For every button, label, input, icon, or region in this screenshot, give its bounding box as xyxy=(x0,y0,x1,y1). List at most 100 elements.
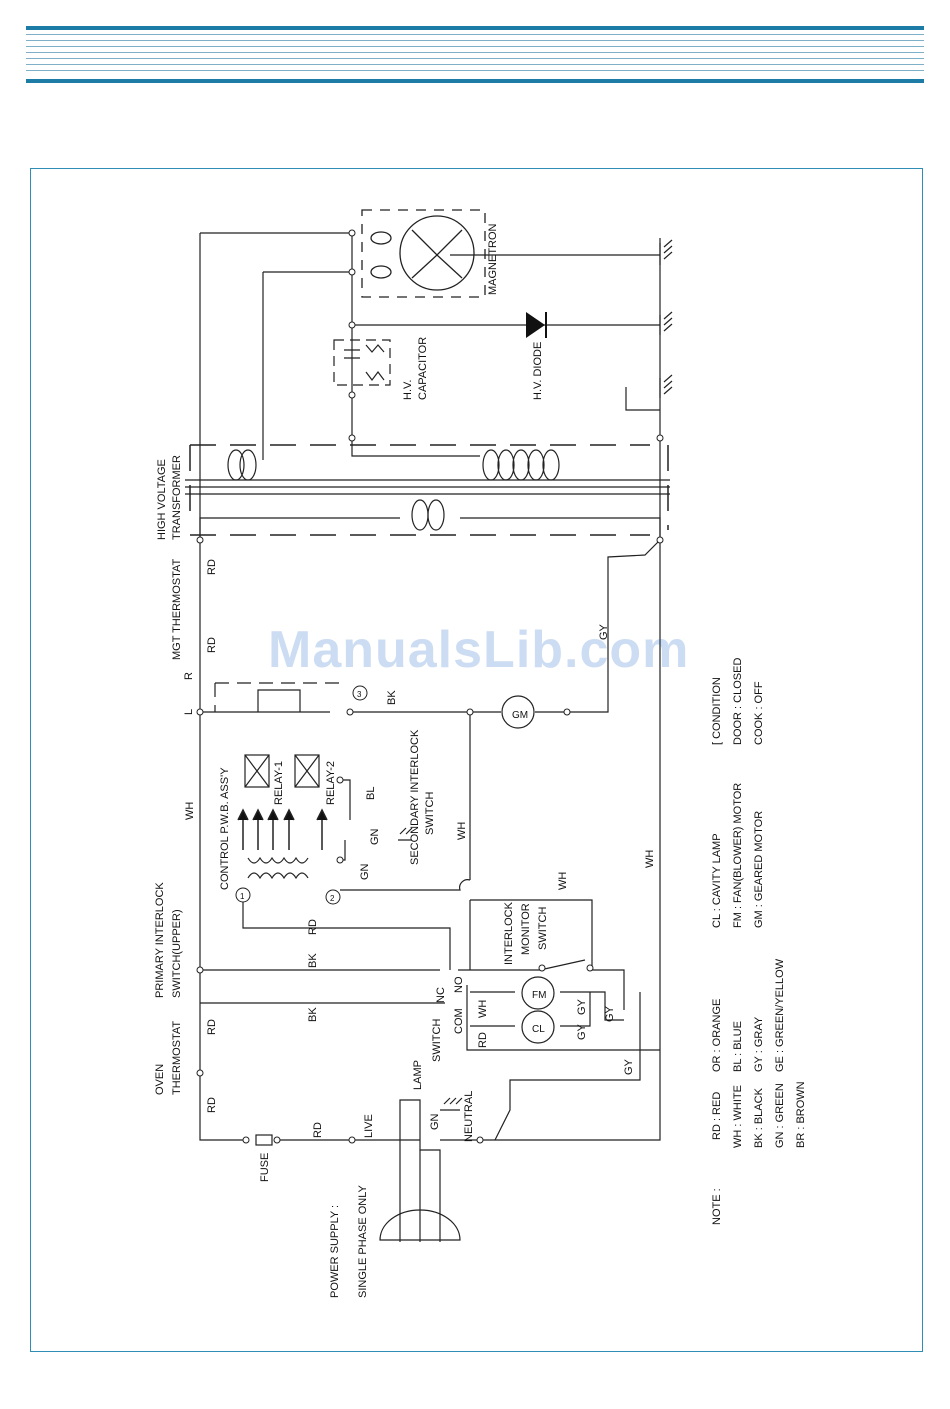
wire-label-wh: WH xyxy=(644,850,656,868)
wire-label-wh: WH xyxy=(456,822,468,840)
relay-2-label: RELAY-2 xyxy=(325,761,337,805)
terminal-l-label: L xyxy=(183,709,195,715)
svg-text:GM : GEARED MOTOR: GM : GEARED MOTOR xyxy=(753,811,765,928)
svg-text:GY : GRAY: GY : GRAY xyxy=(753,1016,765,1072)
header-rule-band xyxy=(26,26,924,84)
wh-monitor-wire xyxy=(470,899,593,968)
interlock-monitor-label-1: INTERLOCK xyxy=(503,901,515,965)
power-plug-icon xyxy=(379,1209,461,1241)
mgt-thermostat-label: MGT THERMOSTAT xyxy=(171,558,183,660)
pwb-pin-3: 3 xyxy=(357,690,362,699)
svg-text:BL : BLUE: BL : BLUE xyxy=(732,1021,744,1072)
wire-label-bl: BL xyxy=(365,787,377,800)
wire-label-gy: GY xyxy=(576,1023,588,1040)
wire-label-gy: GY xyxy=(623,1058,635,1075)
left-bus-wire xyxy=(199,233,246,1141)
svg-text:[ CONDITION: [ CONDITION xyxy=(711,677,723,745)
wire-label-gy: GY xyxy=(598,623,610,640)
neutral-ground-icon xyxy=(398,827,463,1111)
wire-label-rd: RD xyxy=(206,1097,218,1113)
wire-label-wh: WH xyxy=(184,802,196,820)
svg-text:DOOR : CLOSED: DOOR : CLOSED xyxy=(732,658,744,745)
transformer-shield-dashes xyxy=(189,444,669,536)
wire-label-gy: GY xyxy=(576,998,588,1015)
hv-transformer-label-1: HIGH VOLTAGE xyxy=(156,459,168,540)
no-label: NO xyxy=(453,976,465,993)
power-cord xyxy=(399,1099,441,1242)
svg-text:GE : GREEN/YELLOW: GE : GREEN/YELLOW xyxy=(774,958,786,1072)
wire-label-bk: BK xyxy=(307,953,319,968)
wire-label-gn: GN xyxy=(369,828,381,845)
svg-text:COOK : OFF: COOK : OFF xyxy=(753,681,765,745)
magnetron-label: MAGNETRON xyxy=(487,223,499,295)
pwb-transformer-coil xyxy=(247,856,309,880)
wire-label-rd: RD xyxy=(312,1122,324,1138)
svg-text:WH : WHITE: WH : WHITE xyxy=(732,1085,744,1148)
svg-text:RD : RED: RD : RED xyxy=(711,1092,723,1140)
pwb-pin-2: 2 xyxy=(330,894,335,903)
terminal-dots xyxy=(196,229,664,1144)
svg-text:CL : CAVITY LAMP: CL : CAVITY LAMP xyxy=(711,833,723,928)
diagram-frame xyxy=(30,168,923,1352)
hv-capacitor-icon xyxy=(333,339,391,386)
interlock-monitor-label-3: SWITCH xyxy=(537,907,549,950)
wire-label-rd: RD xyxy=(307,919,319,935)
relay-1-label: RELAY-1 xyxy=(273,761,285,805)
control-pwb-label: CONTROL P.W.B. ASS'Y xyxy=(219,767,231,890)
svg-text:GN : GREEN: GN : GREEN xyxy=(774,1083,786,1148)
svg-text:BR : BROWN: BR : BROWN xyxy=(795,1081,807,1148)
bk-pwb-wire xyxy=(242,890,451,970)
oven-thermostat-label-2: THERMOSTAT xyxy=(171,1021,183,1095)
secondary-interlock-label-1: SECONDARY INTERLOCK xyxy=(409,729,421,865)
ground-return xyxy=(625,387,660,411)
relay-2-icon xyxy=(294,754,320,788)
hv-transformer-coils xyxy=(227,449,560,531)
gm-motor-symbol xyxy=(501,695,535,729)
hv-capacitor-label-1: H.V. xyxy=(402,380,414,400)
wire-label-bk: BK xyxy=(386,690,398,705)
power-supply-label-2: SINGLE PHASE ONLY xyxy=(357,1184,369,1298)
live-label: LIVE xyxy=(363,1114,375,1138)
com-label: COM xyxy=(453,1008,465,1034)
neutral-label: NEUTRAL xyxy=(463,1091,475,1142)
wire-label-gn: GN xyxy=(429,1113,441,1130)
right-return-wire xyxy=(480,238,661,1141)
hv-diode-label: H.V. DIODE xyxy=(532,342,544,400)
gy-wire xyxy=(567,539,661,713)
cl-label: CL xyxy=(532,1024,545,1035)
wire-label-rd: RD xyxy=(477,1032,489,1048)
pwb-pin-1: 1 xyxy=(240,892,245,901)
transformer-core xyxy=(185,479,670,495)
fuse-icon xyxy=(255,1134,273,1146)
hv-diode-icon xyxy=(526,312,547,338)
magnetron-ground-icon xyxy=(659,239,673,398)
svg-text:FM : FAN(BLOWER) MOTOR: FM : FAN(BLOWER) MOTOR xyxy=(732,783,744,928)
primary-interlock-label-2: SWITCH(UPPER) xyxy=(171,909,183,998)
primary-interlock-label-1: PRIMARY INTERLOCK xyxy=(154,882,166,998)
secondary-interlock-label-2: SWITCH xyxy=(424,792,436,835)
fuse-label: FUSE xyxy=(259,1153,271,1182)
svg-text:BK : BLACK: BK : BLACK xyxy=(753,1087,765,1148)
power-supply-label-1: POWER SUPPLY : xyxy=(329,1205,341,1298)
legend: NOTE : RD : RED WH : WHITE BK : BLACK GN… xyxy=(711,658,807,1225)
cl-lamp-symbol xyxy=(521,1010,555,1044)
wire-label-rd: RD xyxy=(206,559,218,575)
fm-wire xyxy=(470,991,624,1021)
lamp-switch-label-1: LAMP xyxy=(412,1060,424,1090)
wire-label-gy: GY xyxy=(604,1005,616,1022)
svg-text:OR : ORANGE: OR : ORANGE xyxy=(711,999,723,1072)
fm-motor-symbol xyxy=(521,976,555,1010)
hv-transformer-label-2: TRANSFORMER xyxy=(171,455,183,540)
terminal-r-label: R xyxy=(183,672,195,680)
wire-label-rd: RD xyxy=(206,637,218,653)
magnetron-symbol xyxy=(361,209,486,298)
cl-wire xyxy=(470,992,591,1027)
fm-label: FM xyxy=(532,990,546,1001)
legend-note: NOTE : xyxy=(711,1188,723,1225)
wire-label-wh: WH xyxy=(557,872,569,890)
pwb-arrows xyxy=(237,808,328,850)
interlock-monitor-label-2: MONITOR xyxy=(520,903,532,955)
wire-label-wh: WH xyxy=(477,1000,489,1018)
gy-bottom-wire xyxy=(494,992,641,1141)
